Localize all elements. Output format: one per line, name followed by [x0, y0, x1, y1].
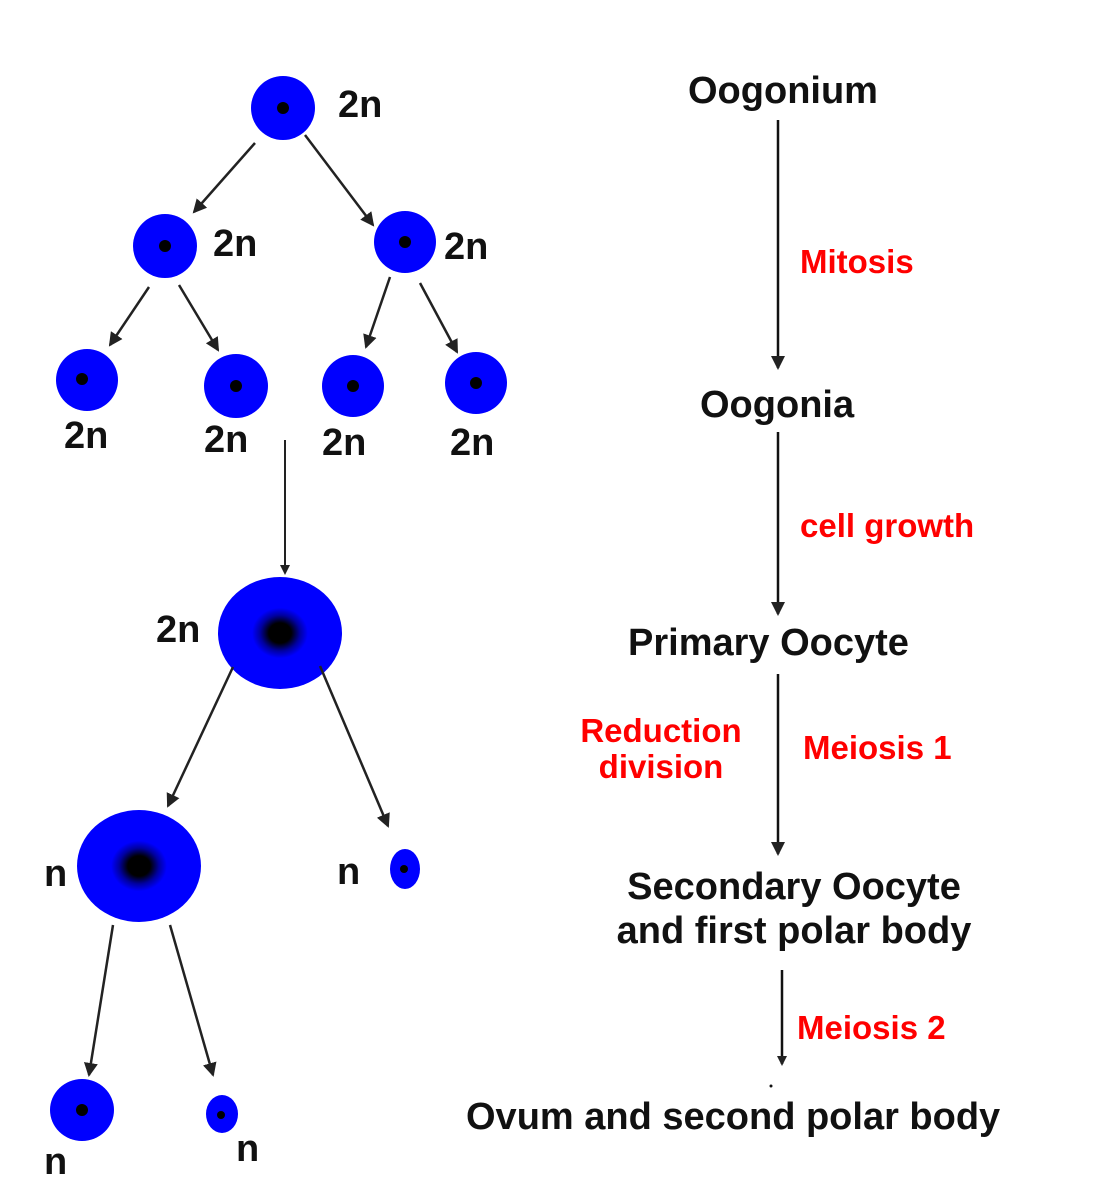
- stage-secondary-oocyte-line1: Secondary Oocyte: [627, 866, 961, 908]
- stage-primary-oocyte: Primary Oocyte: [628, 622, 909, 664]
- ovum-cell: [50, 1079, 114, 1141]
- oogonia-cell: [322, 355, 384, 417]
- ploidy-label: 2n: [450, 422, 495, 464]
- stage-secondary-oocyte-line2: and first polar body: [616, 909, 972, 952]
- stage-secondary-oocyte: Secondary Oocyte and first polar body: [586, 866, 1002, 953]
- first-polar-body-cell: [390, 849, 420, 889]
- arrow-icon: [83, 924, 115, 1077]
- process-mitosis: Mitosis: [800, 243, 914, 280]
- arrow-icon: [168, 924, 217, 1077]
- arrow-icon: [177, 284, 220, 352]
- ploidy-label: n: [236, 1128, 260, 1170]
- process-meiosis-2: Meiosis 2: [797, 1009, 946, 1046]
- ploidy-label: 2n: [204, 419, 249, 461]
- process-meiosis-1: Meiosis 1: [803, 729, 952, 766]
- oogonia-cell-right: [374, 211, 436, 273]
- ploidy-label: n: [44, 853, 68, 895]
- ploidy-label: 2n: [213, 223, 258, 265]
- oogonia-cell-left: [133, 214, 197, 278]
- secondary-oocyte-cell: [77, 810, 201, 922]
- ploidy-label: 2n: [338, 84, 383, 126]
- ploidy-label: n: [337, 851, 361, 893]
- second-polar-body-cell: [206, 1095, 238, 1133]
- process-reduction-division: Reduction division: [574, 712, 748, 786]
- arrow-icon: [318, 665, 390, 828]
- ploidy-label: 2n: [444, 226, 489, 268]
- oogonia-cell: [56, 349, 118, 411]
- reduction-division-line1: Reduction: [580, 712, 742, 749]
- arrow-icon: [108, 286, 151, 347]
- stage-ovum: Ovum and second polar body: [466, 1096, 1001, 1138]
- oogonia-cell: [445, 352, 507, 414]
- arrow-icon: [166, 666, 235, 808]
- stage-oogonia: Oogonia: [700, 384, 855, 426]
- ploidy-label: 2n: [156, 609, 201, 651]
- arrow-icon: [192, 142, 256, 214]
- oogonia-cell: [204, 354, 268, 418]
- process-cell-growth: cell growth: [800, 507, 975, 544]
- reduction-division-line2: division: [598, 748, 724, 786]
- stray-dot: [769, 1084, 773, 1088]
- stage-oogonium: Oogonium: [688, 70, 878, 112]
- ploidy-label: n: [44, 1141, 68, 1183]
- ploidy-label: 2n: [322, 422, 367, 464]
- primary-oocyte-cell: [218, 577, 342, 689]
- ploidy-label: 2n: [64, 415, 109, 457]
- oogonium-cell: [251, 76, 315, 140]
- arrow-icon: [304, 134, 375, 227]
- arrow-icon: [363, 276, 392, 349]
- arrow-icon: [418, 282, 459, 354]
